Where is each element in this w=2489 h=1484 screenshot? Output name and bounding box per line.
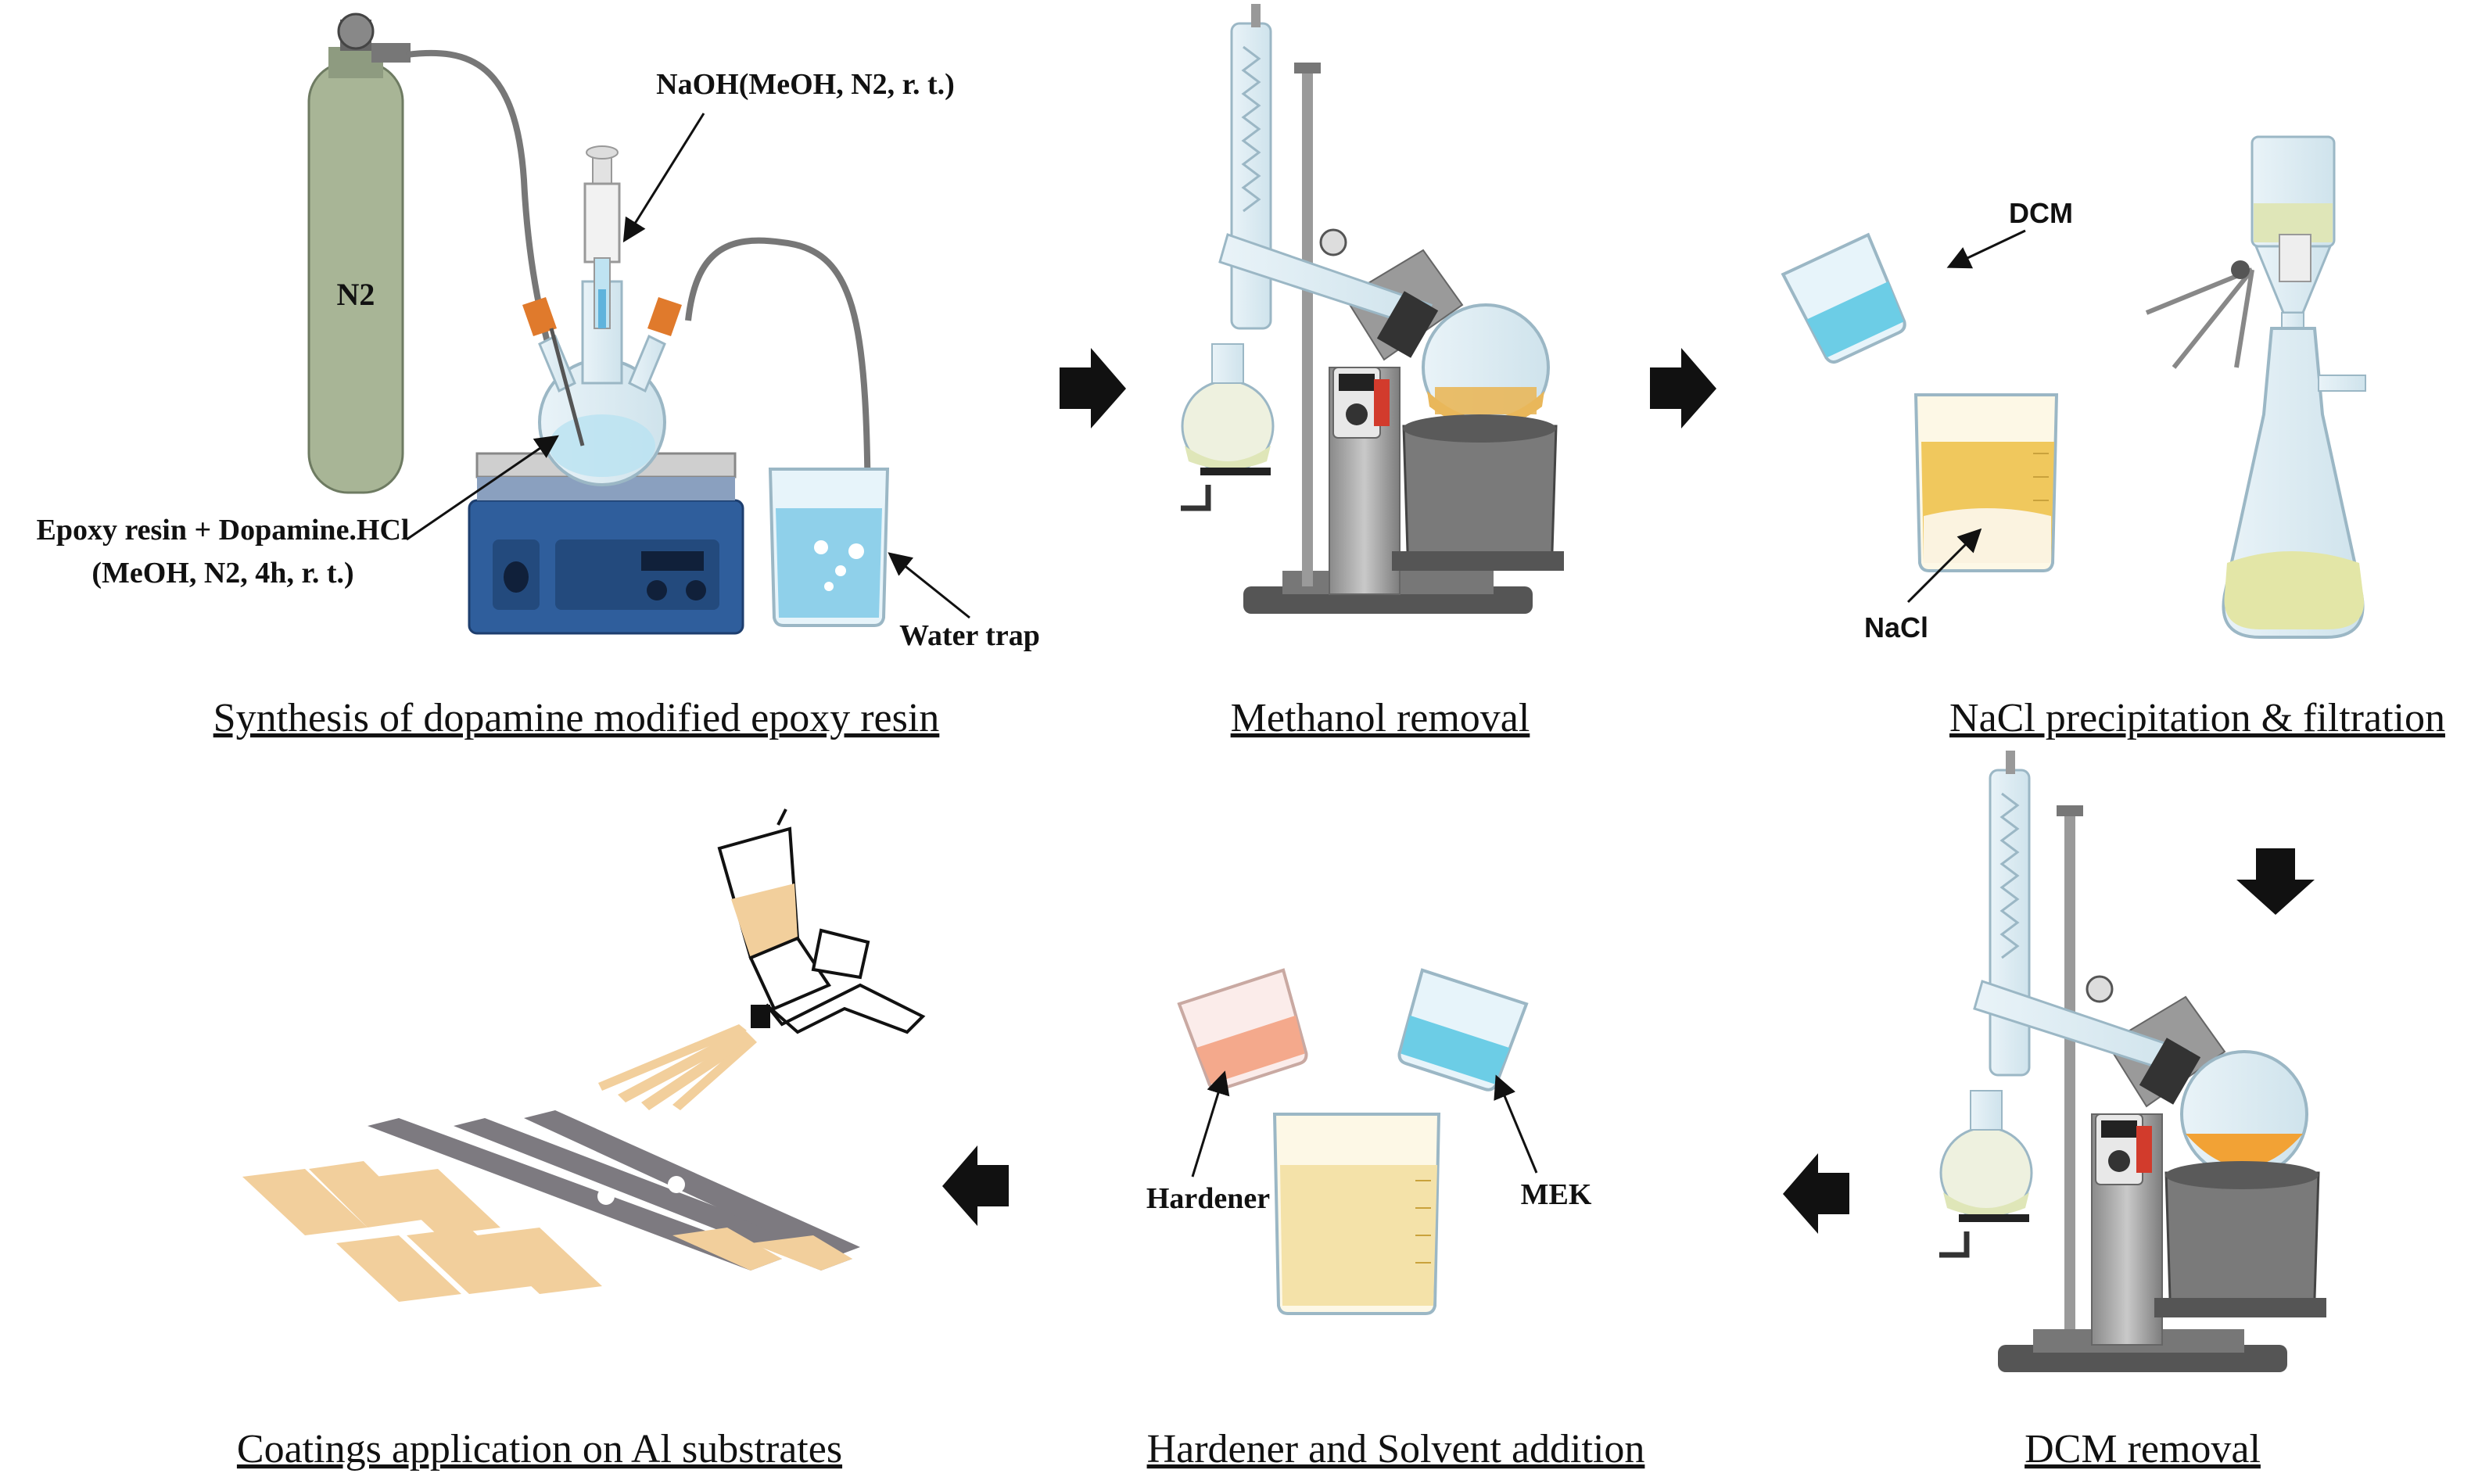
hardener-label: Hardener: [1146, 1182, 1270, 1215]
caption-dcm: DCM removal: [2025, 1427, 2261, 1471]
water-trap-arrow: [888, 552, 970, 619]
right-arrow-icon: [1060, 348, 1126, 428]
dcm-label: DCM: [2009, 197, 2073, 229]
caption-synthesis: Synthesis of dopamine modified epoxy res…: [213, 696, 940, 740]
right-arrow-icon: [1650, 348, 1716, 428]
hardener-solvent-setup: Hardener MEK Hardener and Solvent additi…: [1146, 968, 1645, 1471]
hardener-arrow: [1191, 1070, 1230, 1178]
outlet-tube: [685, 237, 871, 548]
mek-arrow: [1494, 1074, 1538, 1174]
water-trap-label: Water trap: [899, 619, 1040, 652]
naoh-label: NaOH(MeOH, N2, r. t.): [656, 68, 955, 101]
caption-coatings: Coatings application on Al substrates: [237, 1427, 842, 1471]
dcm-arrow: [1946, 229, 2026, 269]
mek-label: MEK: [1521, 1178, 1592, 1211]
naoh-arrow: [622, 113, 705, 243]
coatings-application: Coatings application on Al substrates: [237, 808, 926, 1471]
nacl-beaker: [1913, 393, 2059, 572]
dcm-beaker: [1781, 232, 1906, 364]
epoxy-label-line2: (MeOH, N2, 4h, r. t.): [91, 557, 353, 590]
left-arrow-icon: [1783, 1153, 1849, 1234]
nacl-arrow: [1906, 528, 1982, 604]
syringe: [583, 145, 621, 329]
left-arrow-icon: [942, 1145, 1009, 1226]
hardener-beaker: [1177, 968, 1308, 1091]
mixing-beaker: [1272, 1113, 1441, 1315]
water-trap-beaker: [768, 468, 890, 627]
epoxy-label-line1: Epoxy resin + Dopamine.HCl: [36, 514, 409, 547]
n2-tube: [406, 49, 574, 424]
caption-nacl: NaCl precipitation & filtration: [1949, 696, 2445, 740]
epoxy-arrow: [406, 435, 559, 541]
down-arrow-icon: [2236, 848, 2315, 915]
spray-gun-icon: [717, 808, 926, 1034]
caption-methanol: Methanol removal: [1231, 696, 1530, 740]
mek-beaker: [1397, 968, 1529, 1091]
three-neck-flask: [522, 280, 682, 486]
n2-cylinder: N2: [307, 13, 411, 494]
caption-hardener: Hardener and Solvent addition: [1147, 1427, 1645, 1471]
spray-mist: [598, 1024, 757, 1110]
synthesis-setup: N2: [36, 13, 1040, 740]
aluminium-substrates: [242, 1110, 860, 1302]
buchner-filter-flask: [2145, 135, 2366, 639]
nacl-filtration-setup: DCM NaCl NaCl precipitation & filtrat: [1781, 135, 2445, 740]
n2-label: N2: [337, 277, 375, 312]
rotary-evaporator-2: DCM removal: [1939, 751, 2326, 1471]
rotary-evaporator-1: Methanol removal: [1181, 4, 1564, 740]
nacl-label: NaCl: [1864, 611, 1928, 643]
